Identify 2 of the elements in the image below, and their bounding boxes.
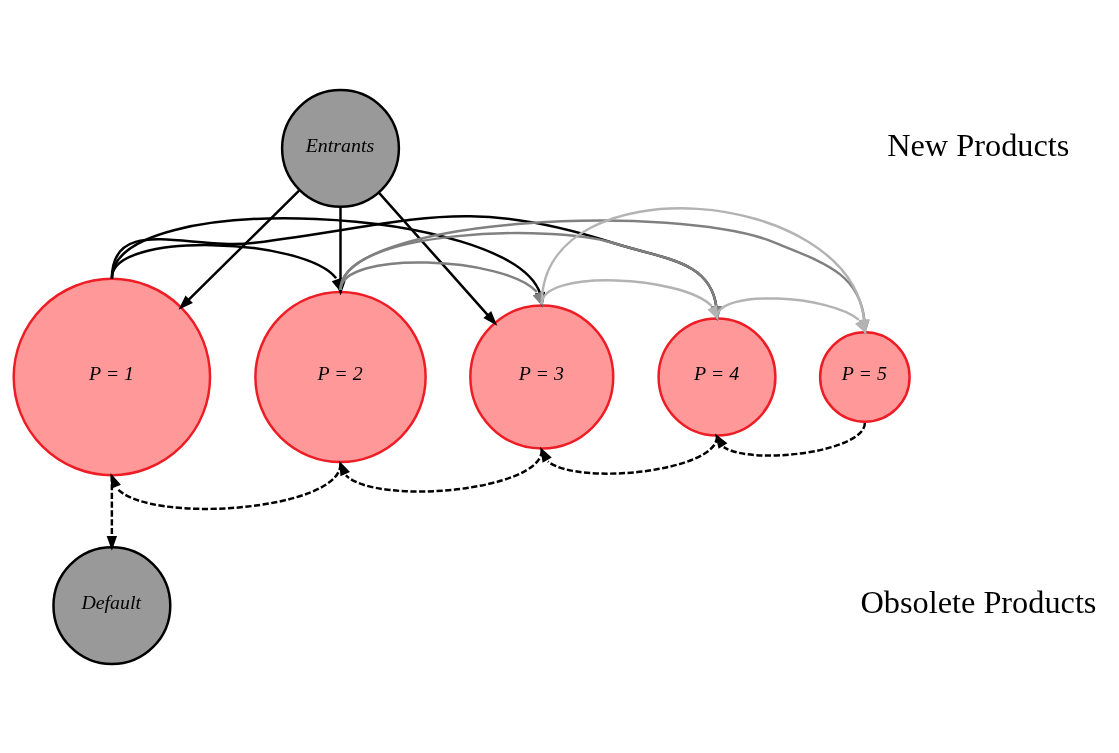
label: New Products	[887, 126, 1070, 163]
label: Obsolete Products	[860, 583, 1097, 620]
